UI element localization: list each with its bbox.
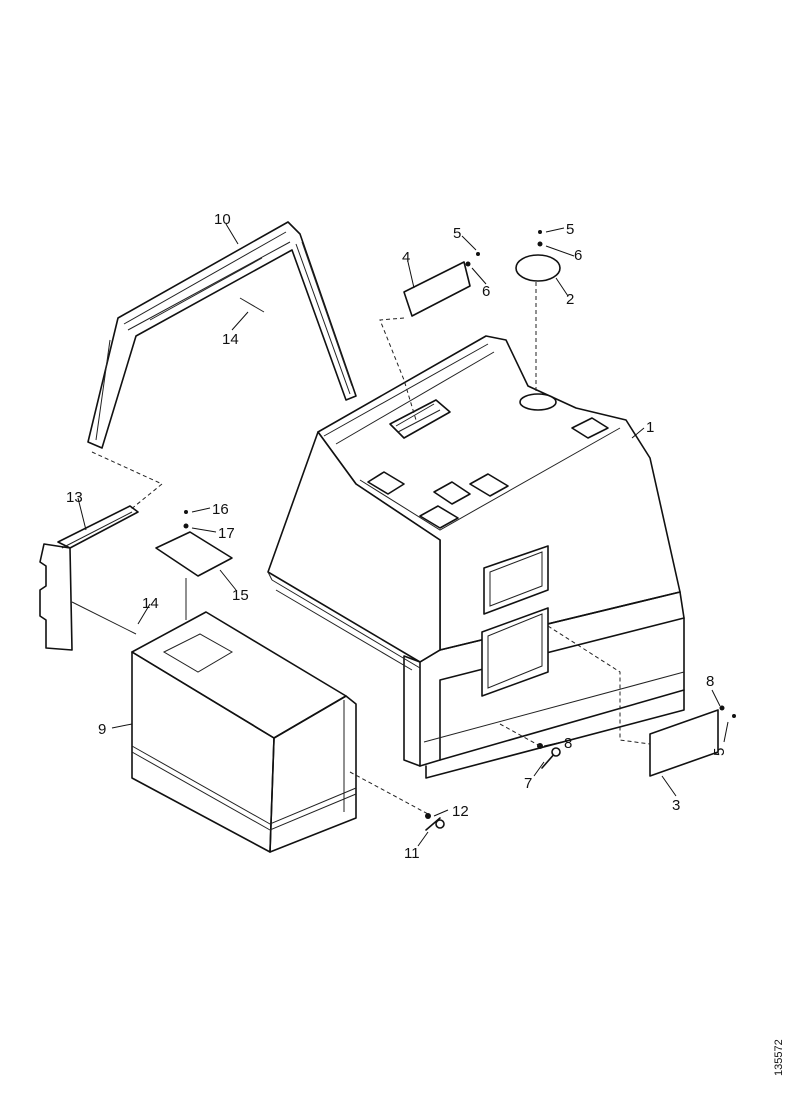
callout-5-cover: 5 <box>566 221 574 238</box>
part-1-cab-body <box>267 335 685 779</box>
callout-2: 2 <box>566 291 574 308</box>
part-10-11-bolt-washer <box>425 813 445 831</box>
drawing-reference-code: 135572 <box>773 1039 785 1076</box>
part-2-round-cover <box>515 230 561 282</box>
callout-8-lower: 8 <box>564 735 572 752</box>
callout-4: 4 <box>402 249 410 266</box>
callout-14-upper: 14 <box>222 331 239 348</box>
callout-15: 15 <box>232 587 249 604</box>
part-15-cover-plate <box>155 510 233 620</box>
callout-17: 17 <box>218 525 235 542</box>
callout-6-hatch: 6 <box>482 283 490 300</box>
callout-leaders <box>77 223 729 847</box>
callout-13: 13 <box>66 489 83 506</box>
callout-6-cover: 6 <box>574 247 582 264</box>
part-12-roof-frame <box>87 221 357 449</box>
callout-3: 3 <box>672 797 680 814</box>
assembly-lines <box>91 282 651 815</box>
callout-5-hatch: 5 <box>453 225 461 242</box>
part-9-lower-box <box>131 611 357 853</box>
callout-7: 7 <box>524 775 532 792</box>
part-3-access-panel <box>649 705 736 777</box>
callout-14-lower: 14 <box>142 595 159 612</box>
callout-11: 12 <box>452 803 469 820</box>
part-7-8-bolt-washer <box>537 743 561 769</box>
part-13-side-panel <box>39 505 139 651</box>
callout-8-panel: 8 <box>706 673 714 690</box>
callout-10: 11 <box>404 845 420 862</box>
callout-5-panel: 5 <box>711 748 728 756</box>
part-4-hatch-cover <box>403 252 480 317</box>
callout-12: 10 <box>214 211 231 228</box>
callout-labels: 10 14 4 5 6 5 6 2 1 13 16 17 15 14 9 12 … <box>66 211 728 862</box>
callout-9: 9 <box>98 721 106 738</box>
callout-1: 1 <box>646 419 654 436</box>
callout-16: 16 <box>212 501 229 518</box>
